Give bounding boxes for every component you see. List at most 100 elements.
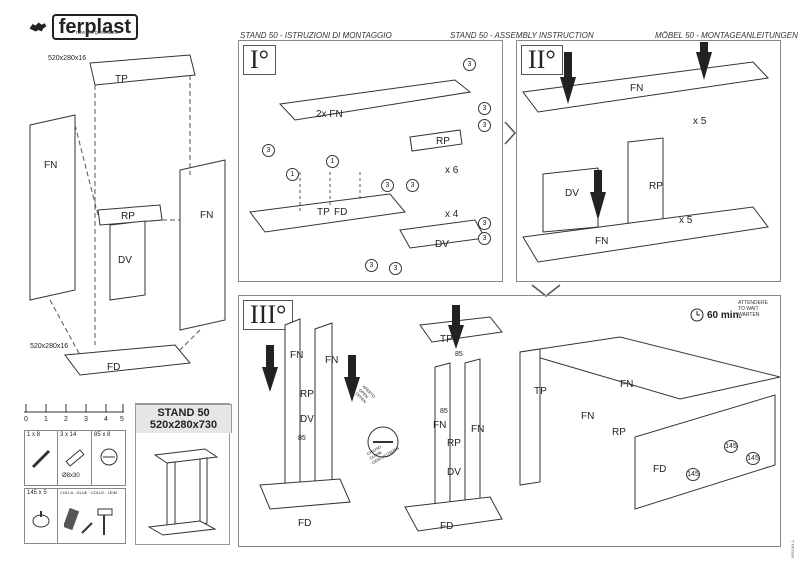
- top-panel-shape: [89, 54, 196, 86]
- hw-dowel-tag: 1 x 8: [27, 432, 41, 438]
- dog-cat-logo-icon: [29, 22, 47, 32]
- step-1-count-x6: x 6: [445, 165, 459, 176]
- step-3-callout-85: 85: [440, 408, 448, 415]
- step-1-callout: 3: [478, 119, 491, 132]
- step-2-label-fn-bottom: FN: [595, 236, 609, 247]
- hw-dowel-size: Ø8x30: [62, 473, 80, 479]
- wait-lang: ATTENDERE TO WAIT WARTEN: [738, 300, 768, 318]
- step-1-callout: 3: [478, 232, 491, 245]
- step-3-label-rp2: RP: [447, 438, 461, 449]
- step-2-count-x5a: x 5: [693, 116, 707, 127]
- step-1-callout: 1: [326, 155, 339, 168]
- final-label-fn: FN: [620, 379, 634, 390]
- hw-foot-tag: 145 x 5: [27, 490, 47, 496]
- step-1-callout: 3: [406, 179, 419, 192]
- step-1-label-fn: 2x FN: [316, 109, 343, 120]
- step-3-label-fn1: FN: [290, 350, 304, 361]
- step-2-label-rp: RP: [649, 181, 663, 192]
- step-1-callout: 3: [478, 102, 491, 115]
- clock-icon: [690, 308, 704, 322]
- top-dim-label: 520x280x16: [48, 55, 87, 62]
- final-callout-145: 145: [686, 468, 700, 481]
- step-1-label-dv: DV: [435, 239, 449, 250]
- foot-icon: [32, 511, 50, 528]
- hw-cam: 85 x 8: [91, 430, 126, 486]
- screw-icon: [31, 449, 51, 469]
- final-callout-145: 145: [746, 452, 760, 465]
- step-3-label-tp: TP: [440, 334, 453, 345]
- step-1-callout: 3: [463, 58, 476, 71]
- left-side-panel-shape: [29, 114, 76, 301]
- exploded-view-diagram: [29, 54, 226, 376]
- step-2-count-x5b: x 5: [679, 215, 693, 226]
- hw-tools: COLLA · GLUE · COLLE · LEIM: [57, 488, 126, 544]
- step-3-label-dv: DV: [300, 414, 314, 425]
- wait-lang-it: ATTENDERE: [738, 300, 768, 306]
- step-2-label-fn-top: FN: [630, 83, 644, 94]
- step-1-callout: 3: [365, 259, 378, 272]
- bottom-panel-shape: [64, 344, 191, 376]
- step-3-label-fn3: FN: [433, 420, 447, 431]
- step-1-count-x4: x 4: [445, 209, 459, 220]
- next-step-arrow-icon: [504, 121, 517, 145]
- stand-name: STAND 50: [157, 407, 210, 419]
- step-3-label-rp: RP: [300, 389, 314, 400]
- final-label-tp: TP: [534, 386, 547, 397]
- step-3-diagram: [259, 305, 780, 532]
- step-3-panel: [238, 295, 781, 547]
- stand-product-box: [135, 403, 230, 545]
- hw-screw: 3 x 14 Ø8x30: [57, 430, 92, 486]
- part-label-fd: FD: [107, 362, 121, 373]
- hw-dowel: 1 x 8: [24, 430, 58, 486]
- wait-lang-en: TO WAIT: [738, 306, 759, 312]
- part-label-rp: RP: [121, 211, 135, 222]
- step-1-panel: [238, 40, 503, 282]
- hw-tools-tag: COLLA · GLUE · COLLE · LEIM: [60, 490, 117, 495]
- ruler-mark-1: 1: [44, 416, 48, 423]
- hw-cam-tag: 85 x 8: [94, 432, 111, 438]
- wait-time-value: 60 min.: [707, 309, 742, 321]
- step-1-label-fd: FD: [334, 207, 348, 218]
- next-step-down-arrow-icon: [531, 284, 561, 297]
- wait-lang-de: WARTEN: [738, 312, 760, 318]
- stand-title: STAND 50 520x280x730: [135, 404, 232, 433]
- step-1-callout: 3: [389, 262, 402, 275]
- step-1-label-rp: RP: [436, 136, 450, 147]
- final-label-rp: RP: [612, 427, 626, 438]
- step-2-numeral: II°: [521, 45, 563, 75]
- step-3-callout-85: 85: [298, 435, 306, 442]
- step-3-label-fn4: FN: [471, 424, 485, 435]
- step-1-label-tp: TP: [317, 207, 330, 218]
- ruler-mark-2: 2: [64, 416, 68, 423]
- step-3-callout-85: 85: [455, 351, 463, 358]
- step-1-callout: 1: [286, 168, 299, 181]
- step-2-panel: [516, 40, 781, 282]
- part-label-fn-left: FN: [44, 160, 58, 171]
- hardware-legend: 1 x 8 3 x 14 Ø8x30 85 x 8 145 x 5 COLLA …: [24, 430, 126, 544]
- part-label-fn-right: FN: [200, 210, 214, 221]
- hw-foot: 145 x 5: [24, 488, 58, 544]
- step-3-label-fn2: FN: [325, 355, 339, 366]
- glue-hammer-screwdriver-icon: [64, 507, 113, 535]
- ruler-mark-3: 3: [84, 416, 88, 423]
- wait-time: 60 min.: [690, 308, 741, 322]
- step-1-numeral: I°: [243, 45, 277, 75]
- step-2-diagram: [522, 42, 770, 263]
- step-3-label-fd: FD: [298, 518, 312, 529]
- stand-dims: 520x280x730: [149, 419, 218, 431]
- ruler-mark-4: 4: [104, 416, 108, 423]
- step-3-numeral: III°: [243, 300, 294, 330]
- brand-tagline: new pet generation: [76, 30, 119, 36]
- cam-lock-icon: [100, 448, 118, 466]
- header-de: MÖBEL 50 - MONTAGEANLEITUNGEN: [655, 31, 798, 40]
- dowel-icon: [65, 449, 85, 467]
- right-side-panel-shape: [179, 159, 226, 331]
- header-it: STAND 50 - ISTRUZIONI DI MONTAGGIO: [240, 31, 392, 40]
- document-code: 95519/4-1: [790, 540, 795, 559]
- brand-logo: ferplast: [28, 13, 138, 41]
- ruler-scale: [24, 404, 124, 413]
- step-3-label-fd2: FD: [440, 521, 454, 532]
- hw-screw-tag: 3 x 14: [60, 432, 77, 438]
- brand-name: ferplast: [51, 14, 138, 40]
- header-en: STAND 50 - ASSEMBLY INSTRUCTION: [450, 31, 594, 40]
